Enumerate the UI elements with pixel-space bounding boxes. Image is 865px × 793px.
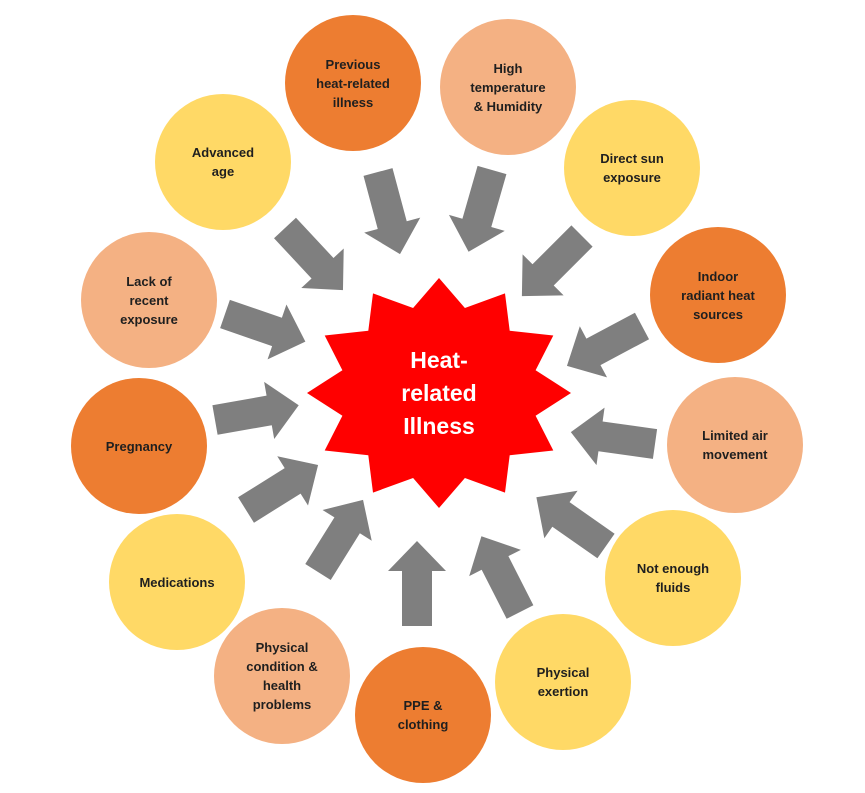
factor-medications: Medications: [109, 514, 245, 650]
factor-label: Not enough fluids: [636, 561, 710, 595]
arrow-icon-fluids: [519, 473, 623, 570]
factor-label: High temperature & Humidity: [470, 60, 546, 114]
factor-exertion: Physical exertion: [495, 614, 631, 750]
arrow-icon-medications: [230, 440, 334, 535]
arrow-icon-limited-air: [566, 403, 660, 473]
arrow-icon-direct-sun: [501, 215, 603, 317]
factor-label: Medications: [139, 574, 215, 590]
arrow-icon-ppe: [388, 541, 446, 626]
factor-label: Limited air movement: [702, 428, 768, 462]
factor-physical-condition: Physical condition & health problems: [214, 608, 350, 744]
center-title-text: Heat- related Illness: [401, 346, 477, 439]
factor-label: Lack of recent exposure: [120, 273, 178, 327]
factor-previous-illness: Previous heat-related illness: [285, 15, 421, 151]
factor-ppe: PPE & clothing: [355, 647, 491, 783]
factor-label: Advanced age: [191, 145, 255, 179]
arrow-icon-high-temperature: [440, 162, 520, 260]
center-starburst: [307, 278, 571, 508]
arrow-icon-indoor-radiant: [553, 300, 656, 392]
factor-direct-sun: Direct sun exposure: [564, 100, 700, 236]
factor-label: Pregnancy: [105, 438, 173, 454]
arrow-icon-pregnancy: [209, 376, 304, 449]
factor-advanced-age: Advanced age: [155, 94, 291, 230]
factor-label: Direct sun exposure: [600, 151, 664, 185]
arrow-icon-previous-illness: [349, 164, 429, 262]
factor-fluids: Not enough fluids: [605, 510, 741, 646]
factor-label: Indoor radiant heat sources: [681, 268, 755, 322]
factor-indoor-radiant-heat: Indoor radiant heat sources: [650, 227, 786, 363]
factor-label: PPE & clothing: [397, 698, 449, 732]
factor-lack-of-exposure: Lack of recent exposure: [81, 232, 217, 368]
factor-high-temperature: High temperature & Humidity: [440, 19, 576, 155]
factor-limited-air: Limited air movement: [667, 377, 803, 513]
center-title: Heat- related Illness: [339, 338, 539, 448]
factor-pregnancy: Pregnancy: [71, 378, 207, 514]
factor-label: Previous heat-related illness: [316, 56, 390, 110]
factor-label: Physical exertion: [536, 665, 590, 699]
arrow-icon-lack-of-exposure: [215, 286, 315, 370]
arrow-icon-advanced-age: [263, 208, 365, 310]
arrow-icon-exertion: [455, 523, 546, 626]
factor-label: Physical condition & health problems: [246, 640, 318, 712]
